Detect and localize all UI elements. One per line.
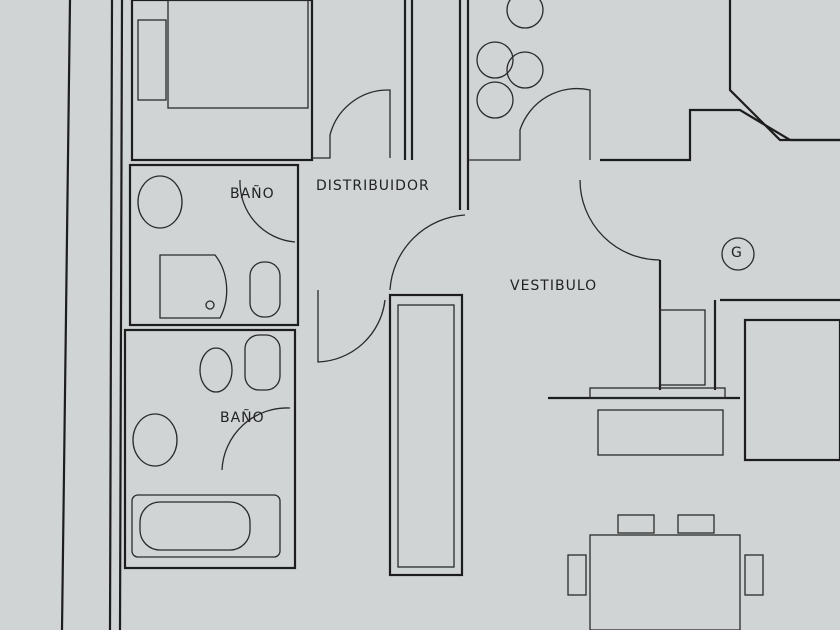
bath-bottom-room: [123, 328, 297, 570]
room-label-bath-top: BAÑO: [230, 186, 275, 202]
dining-table: [567, 514, 764, 630]
vestibule-area: [548, 0, 840, 462]
closet-circles: [476, 0, 544, 119]
bath-top-room: [128, 163, 300, 327]
bedroom-top: [130, 0, 391, 162]
room-label-vestibule: VESTIBULO: [510, 278, 598, 294]
room-label-distributor: DISTRIBUIDOR: [316, 178, 430, 194]
exterior-walls: [60, 0, 124, 630]
room-label-bath-bottom: BAÑO: [220, 410, 265, 426]
gas-symbol-label: G: [731, 245, 743, 261]
distributor-walls: [317, 0, 591, 577]
gas-symbol-circle: [721, 237, 755, 271]
